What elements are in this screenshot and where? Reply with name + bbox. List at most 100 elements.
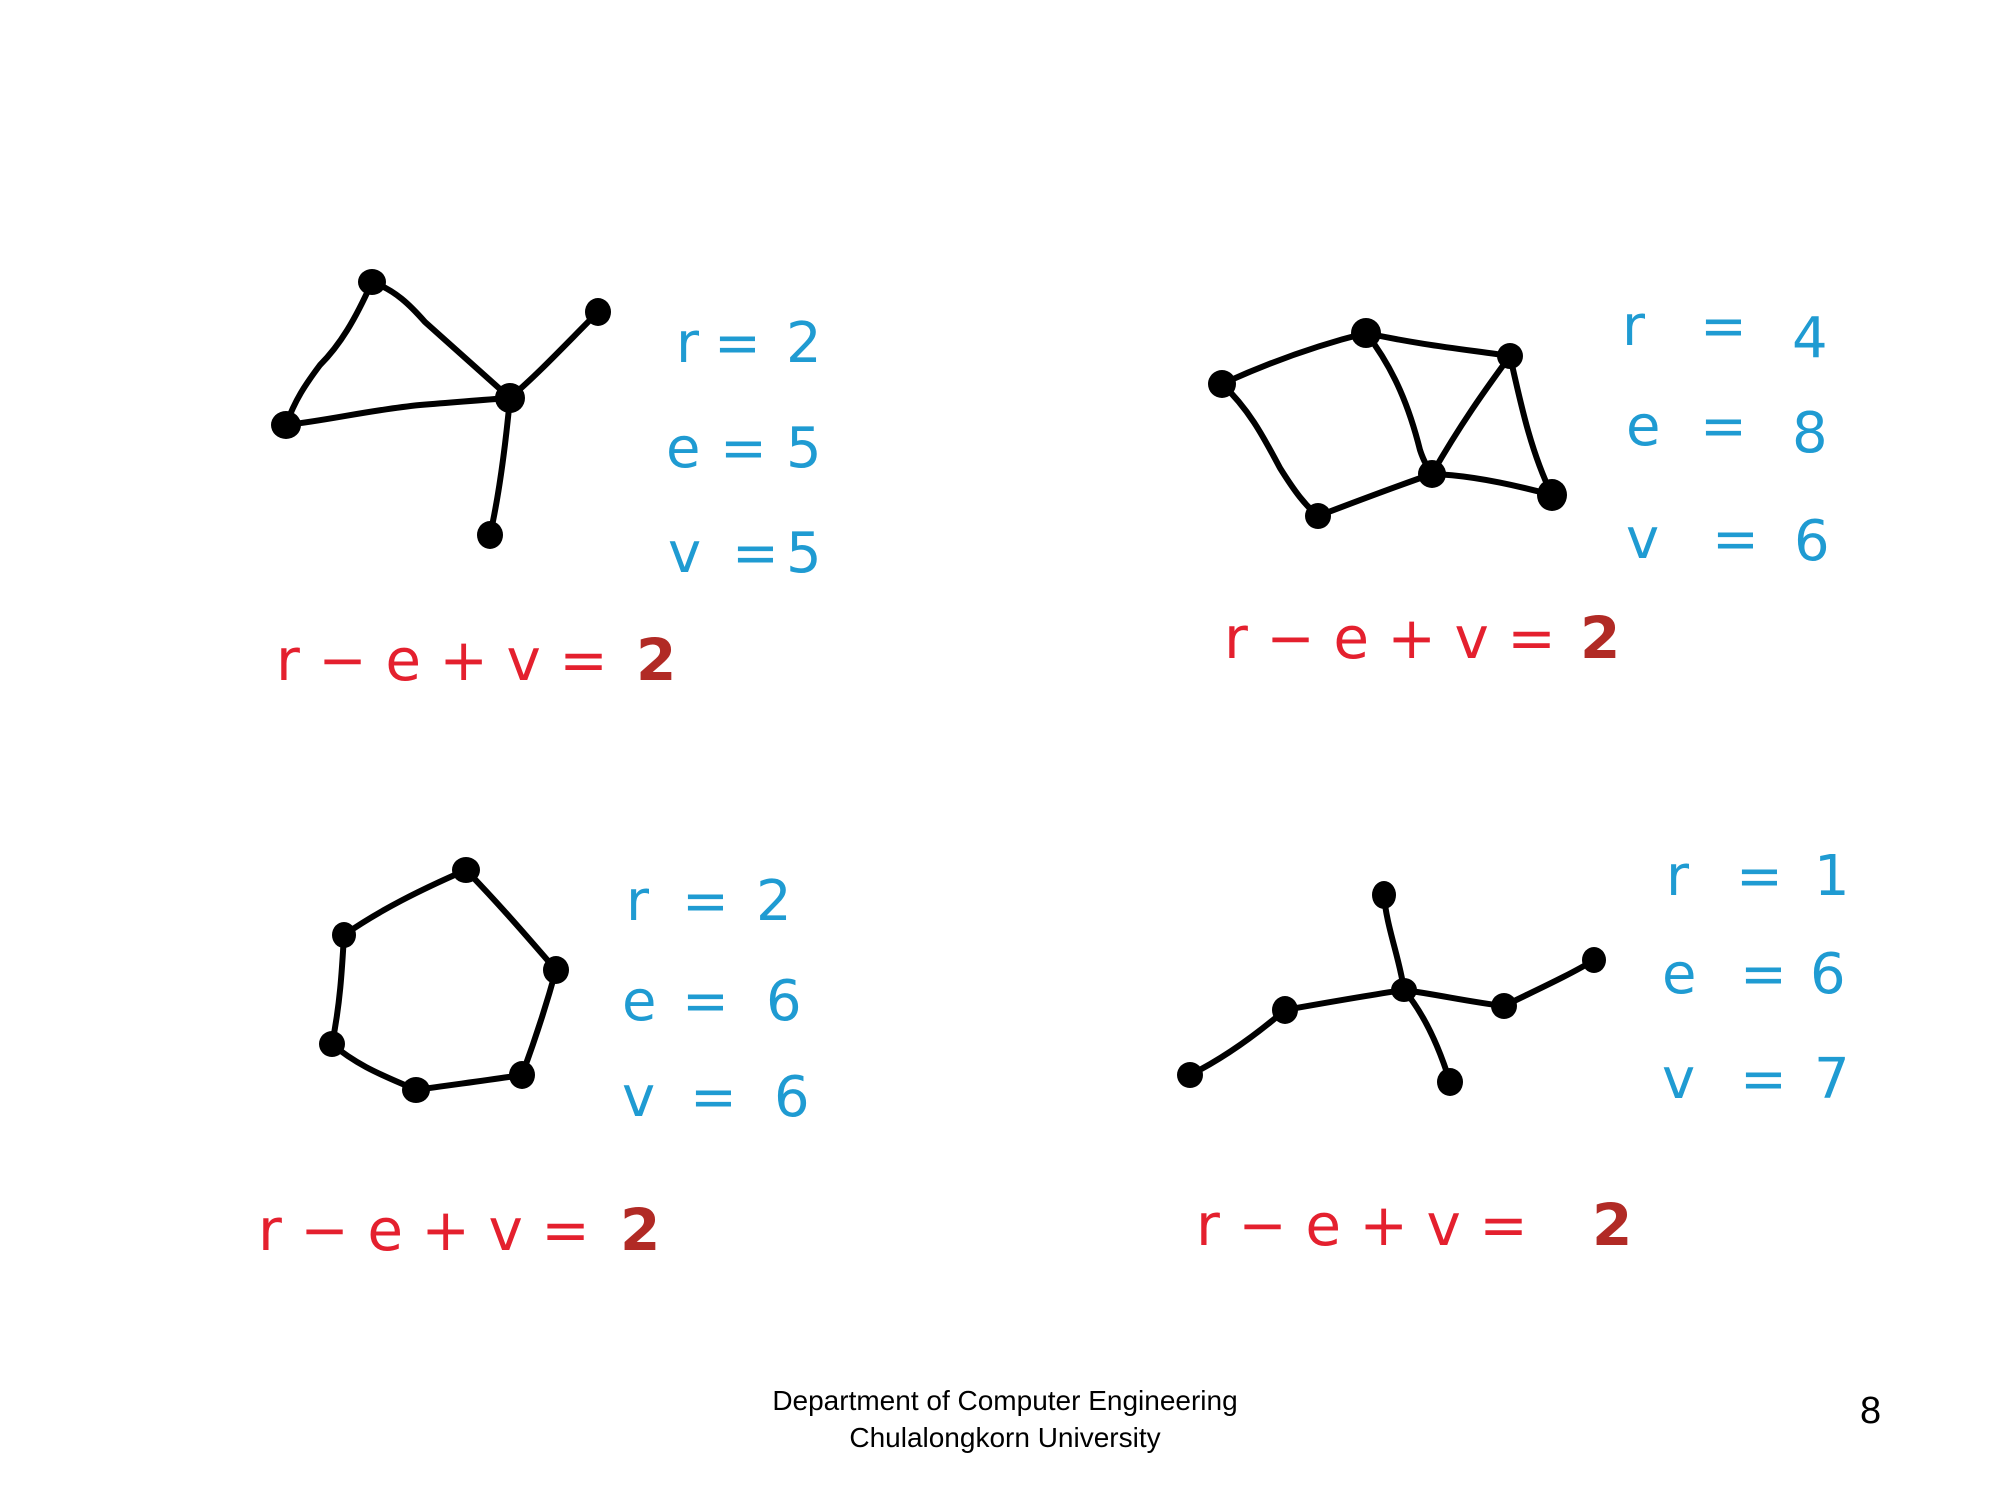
graph-4-vertex [1391,978,1417,1002]
graph-2-stat-r-value: 4 [1792,306,1828,371]
graph-3-edge [413,1072,525,1093]
graph-3-edge [329,932,347,1047]
graph-3-stat-r-name: r [626,869,650,934]
graph-2-vertex [1305,503,1331,529]
graph-3-vertex [509,1061,535,1089]
graph-2-vertex [1351,318,1381,348]
graph-1-stat-v-name: v [668,521,701,586]
graph-4-vertices [1177,881,1606,1096]
graph-3-vertex [332,922,356,948]
graph-2-stat-v-name: v [1626,507,1659,572]
graph-3-stat-v-value: 6 [774,1065,810,1130]
footer: Department of Computer Engineering Chula… [700,1382,1310,1456]
graph-2-vertex [1208,370,1236,398]
graph-1-stat-v-eq: = [732,521,779,586]
graph-1-stat-r-name: r [676,311,700,376]
graph-1 [283,279,601,538]
graph-1-vertex [358,269,386,295]
graph-3-stat-e-eq: = [682,969,729,1034]
graph-4-vertex [1437,1068,1463,1096]
graph-3-stat-v-eq: = [690,1065,737,1130]
graph-1-stat-e-name: e [666,416,700,481]
graph-2-edge [1429,471,1555,498]
graph-4-edge [1381,892,1407,993]
graph-2-stat-v-value: 6 [1794,509,1830,574]
graph-2-edge [1219,381,1321,519]
graph-4-formula: r − e + v = [1196,1191,1528,1259]
graph-3-vertex [402,1077,430,1103]
graph-4-result: 2 [1592,1191,1632,1259]
graph-1-stat-r-eq: = [714,311,761,376]
graph-2-edge [1363,330,1513,359]
footer-department: Department of Computer Engineering [772,1385,1238,1416]
graph-1-stat-e-eq: = [720,416,767,481]
graph-1-vertices [271,269,611,549]
graph-2-edge [1507,353,1555,498]
graph-4-stat-e-eq: = [1740,942,1787,1007]
graph-2-stat-e-value: 8 [1792,401,1828,466]
graph-4-stat-v-name: v [1662,1047,1695,1112]
graph-3-edge [519,967,559,1078]
graph-3-stat-r-value: 2 [756,869,792,934]
graph-4-vertex [1372,881,1396,909]
graph-1-vertex [495,383,525,413]
graph-1-stat-v-value: 5 [786,521,822,586]
graph-2-stat-e-name: e [1626,394,1660,459]
graph-1-stat-e-value: 5 [786,416,822,481]
graph-1-vertex [271,411,301,439]
graph-3-stat-e-name: e [622,969,656,1034]
footer-university: Chulalongkorn University [849,1422,1161,1453]
graph-2-stat-r-eq: = [1700,294,1747,359]
graph-4-stat-v-value: 7 [1814,1047,1850,1112]
graph-3-edge [463,867,559,973]
graph-4-edge [1401,987,1507,1009]
graph-2-formula: r − e + v = [1224,604,1556,672]
graph-2-result: 2 [1580,604,1620,672]
graph-4-stat-r-eq: = [1736,844,1783,909]
graph-4-stat-r-name: r [1666,844,1690,909]
graph-2-vertex [1418,460,1446,488]
graph-4-stat-e-value: 6 [1810,942,1846,1007]
graph-1-formula: r − e + v = [276,626,608,694]
graph-4-vertex [1272,996,1298,1024]
graph-3-stat-v-name: v [622,1065,655,1130]
graph-2-edge [1429,353,1513,477]
graph-1-edge [369,279,513,401]
graph-4-stat-e-name: e [1662,942,1696,1007]
graph-1-edge [507,309,601,401]
graph-3-vertices [319,857,569,1103]
graph-2-vertex [1537,479,1567,511]
graph-4-edge [1401,987,1453,1085]
graph-2-vertices [1208,318,1567,529]
graph-3-formula: r − e + v = [258,1196,590,1264]
graph-2-edge [1315,471,1435,519]
graph-3-vertex [452,857,480,883]
graph-3-stat-e-value: 6 [766,969,802,1034]
graph-2-edge [1363,330,1435,477]
graph-1-stat-r-value: 2 [786,311,822,376]
graph-4-vertex [1177,1062,1203,1088]
graph-1-edge [283,279,375,428]
graph-2 [1219,330,1555,519]
graph-2-stat-v-eq: = [1712,507,1759,572]
graph-2-stat-e-eq: = [1700,394,1747,459]
page-number: 8 [1860,1390,1882,1432]
graph-3-result: 2 [620,1196,660,1264]
graph-3-stat-r-eq: = [682,869,729,934]
graph-4-edge [1187,1007,1288,1078]
graph-1-vertex [477,521,503,549]
graph-3 [329,867,559,1093]
graph-4-stat-r-value: 1 [1814,844,1850,909]
graph-3-vertex [319,1031,345,1057]
graph-1-result: 2 [636,626,676,694]
graph-1-edge [487,395,513,538]
graph-3-vertex [543,956,569,984]
graph-1-edge [283,395,513,428]
graph-1-vertex [585,298,611,326]
graph-2-stat-r-name: r [1622,294,1646,359]
graph-2-vertex [1497,343,1523,369]
graph-4-vertex [1582,947,1606,973]
graph-3-edge [329,1041,419,1093]
graph-4-vertex [1491,993,1517,1019]
